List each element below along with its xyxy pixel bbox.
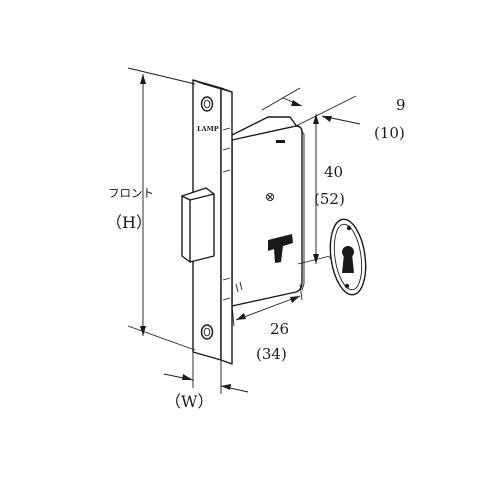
label-backset: 26 xyxy=(270,320,289,338)
hatch-icon xyxy=(222,127,231,301)
lock-case xyxy=(231,116,305,307)
key-follower-icon xyxy=(268,234,293,263)
keyhole-icon xyxy=(342,246,354,273)
escutcheon xyxy=(329,218,367,296)
screw-hole-icon xyxy=(200,324,214,340)
label-thickness: 9 xyxy=(396,96,406,114)
dimension-labels: フロント （H） （W） 9 (10) 40 (52) 26 (34) xyxy=(106,96,406,411)
brand-mark: LAMP xyxy=(197,125,219,133)
label-front: フロント xyxy=(108,186,154,200)
label-backset-height: 40 xyxy=(324,163,343,181)
label-backset-height-alt: (52) xyxy=(314,190,345,208)
screw-hole-icon xyxy=(200,96,214,112)
label-front-h: （H） xyxy=(106,213,152,232)
case-screw-icon xyxy=(265,192,275,202)
label-backset-alt: (34) xyxy=(256,345,287,363)
dimension-lines xyxy=(127,67,361,394)
label-thickness-alt: (10) xyxy=(374,124,405,142)
label-width-w: （W） xyxy=(165,392,213,411)
latch-bolt xyxy=(181,187,215,263)
